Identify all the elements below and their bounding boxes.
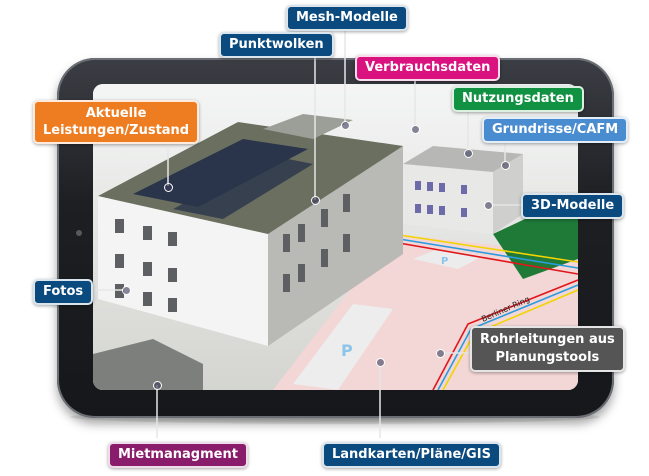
label-grundrisse-cafm: Grundrisse/CAFM	[482, 117, 629, 143]
main-building-front	[98, 196, 268, 346]
label-aktuelle-line1: Aktuelle	[85, 106, 147, 121]
label-nutzungsdaten: Nutzungsdaten	[452, 86, 584, 112]
anchor-dot-land	[376, 358, 385, 367]
annex-roof	[403, 146, 523, 172]
parking-symbol-small: P	[441, 256, 448, 267]
anchor-dot-rohr	[436, 349, 445, 358]
garage-roofs	[93, 339, 203, 390]
annex-windows	[415, 181, 467, 217]
anchor-dot-aktuelle	[164, 183, 173, 192]
anchor-dot-punkt	[311, 196, 320, 205]
label-landkarten: Landkarten/Pläne/GIS	[322, 442, 501, 468]
main-building-side	[268, 146, 403, 346]
main-windows	[115, 194, 350, 312]
anchor-dot-mesh	[341, 121, 350, 130]
label-rohr-line1: Rohrleitungen aus	[480, 332, 615, 347]
label-rohr-line2: Planungstools	[495, 350, 600, 365]
label-rohrleitungen: Rohrleitungen aus Planungstools	[470, 326, 625, 372]
solar-panels	[133, 139, 313, 219]
label-verbrauchsdaten: Verbrauchsdaten	[355, 55, 501, 81]
anchor-dot-fotos	[122, 286, 131, 295]
roof-structure	[263, 114, 353, 139]
anchor-dot-nutzung	[464, 149, 473, 158]
annex-side	[493, 154, 523, 234]
annex-front	[403, 164, 493, 234]
anchor-dot-verbrauch	[411, 125, 420, 134]
label-mesh-modelle: Mesh-Modelle	[286, 5, 408, 31]
anchor-dot-miet	[153, 381, 162, 390]
parking-symbol-large: P	[341, 341, 353, 360]
label-3d-modelle: 3D-Modelle	[521, 193, 625, 219]
parking-area-large	[293, 304, 393, 390]
label-punktwolken: Punktwolken	[219, 32, 334, 58]
label-fotos: Fotos	[33, 279, 94, 305]
tablet-camera	[76, 230, 82, 236]
label-mietmanagment: Mietmanagment	[108, 442, 248, 468]
label-aktuelle-leistungen: Aktuelle Leistungen/Zustand	[33, 100, 200, 144]
anchor-dot-3d	[484, 201, 493, 210]
anchor-dot-grundrisse	[501, 161, 510, 170]
label-aktuelle-line2: Leistungen/Zustand	[43, 123, 190, 138]
